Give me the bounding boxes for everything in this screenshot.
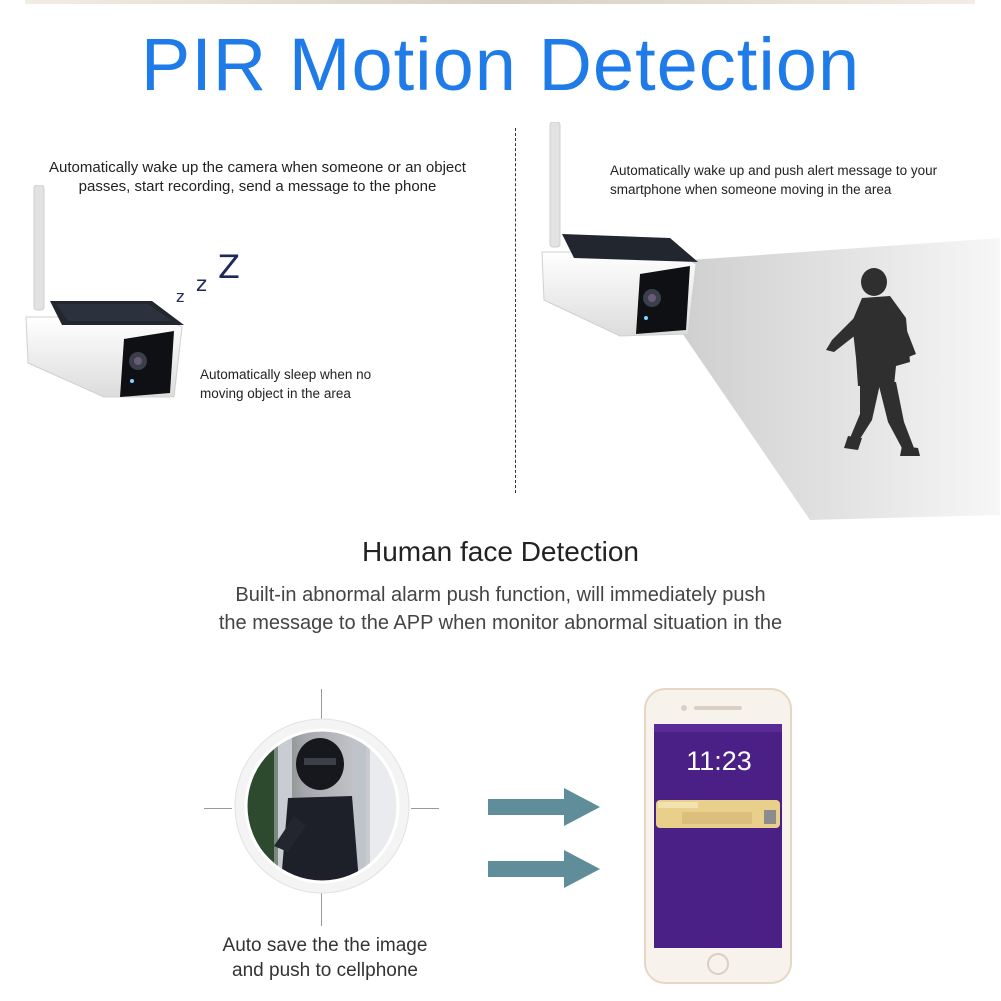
arrow-right-icon [488,850,600,888]
crosshair-left [204,808,232,809]
right-caption-line1: Automatically wake up and push alert mes… [610,163,938,178]
page-title: PIR Motion Detection [140,23,861,106]
intruder-photo-icon [234,718,410,894]
section-heading: Human face Detection [361,536,640,567]
camera-icon [25,185,184,398]
sleep-caption-line2: moving object in the area [200,386,351,401]
section-description: Built-in abnormal alarm push function, w… [0,581,1001,637]
right-caption: Automatically wake up and push alert mes… [610,161,980,199]
sleep-caption: Automatically sleep when no moving objec… [200,365,430,403]
panel-divider [515,128,516,493]
image-caption-line2: and push to cellphone [232,960,418,981]
sleep-caption-line1: Automatically sleep when no [200,367,372,382]
section-description-line2: the message to the APP when monitor abno… [218,612,783,634]
sleep-letter-2: z [196,272,208,296]
crosshair-top [321,689,322,727]
left-caption-line1: Automatically wake up the camera when so… [49,159,466,176]
phone-clock: 11:23 [686,746,752,776]
sleep-letter-3: Z [218,248,240,286]
crosshair-bottom [321,888,322,926]
left-caption-line2: passes, start recording, send a message … [78,178,437,195]
image-caption-line1: Auto save the the image [222,935,428,956]
camera-icon [541,122,698,337]
person-silhouette-icon [826,268,920,456]
smartphone-icon [644,688,792,984]
crosshair-right [411,808,439,809]
section-description-line1: Built-in abnormal alarm push function, w… [235,584,766,606]
arrow-right-icon [488,788,600,826]
detection-beam [680,238,1000,520]
top-decor-line [25,0,975,4]
image-caption: Auto save the the image and push to cell… [190,933,460,983]
sleep-letter-1: z [176,287,185,306]
left-caption: Automatically wake up the camera when so… [20,158,495,196]
right-caption-line2: smartphone when someone moving in the ar… [610,182,892,197]
